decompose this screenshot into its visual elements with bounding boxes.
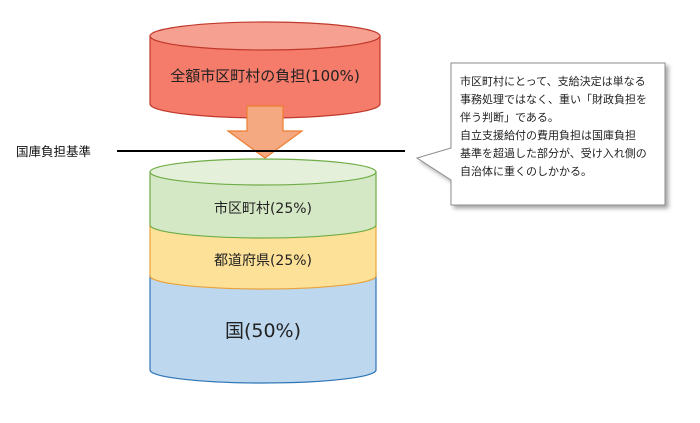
stack-top-ellipse (149, 158, 377, 186)
stacked-cylinder: 市区町村(25%) 都道府県(25%) 国(50%) (149, 158, 377, 384)
baseline-label: 国庫負担基準 (16, 144, 92, 159)
callout-line: 基準を超過した部分が、受け入れ側の (460, 147, 647, 160)
national-share-label: 国(50%) (225, 320, 301, 342)
callout-line: 事務処理ではなく、重い「財政負担を (460, 93, 647, 106)
full-burden-label: 全額市区町村の負担(100%) (170, 67, 360, 85)
municipality-share-label: 市区町村(25%) (214, 200, 312, 217)
callout-line: 市区町村にとって、支給決定は単なる (460, 75, 646, 88)
callout-bubble (415, 62, 666, 206)
stack-segment-prefecture (149, 224, 377, 290)
full-burden-cylinder-top (149, 21, 381, 51)
callout-line: 自治体に重くのしかかる。 (460, 165, 592, 178)
full-burden-cylinder: 全額市区町村の負担(100%) (149, 21, 381, 119)
down-arrow-icon (226, 105, 304, 159)
prefecture-share-label: 都道府県(25%) (214, 253, 312, 269)
callout-text: 市区町村にとって、支給決定は単なる 事務処理ではなく、重い「財政負担を 伴う判断… (460, 73, 675, 193)
stack-segment-national (149, 275, 377, 384)
stack-segment-municipality (149, 171, 377, 239)
callout-line: 伴う判断」である。 (460, 111, 559, 124)
callout-line: 自立支援給付の費用負担は国庫負担 (460, 129, 636, 142)
